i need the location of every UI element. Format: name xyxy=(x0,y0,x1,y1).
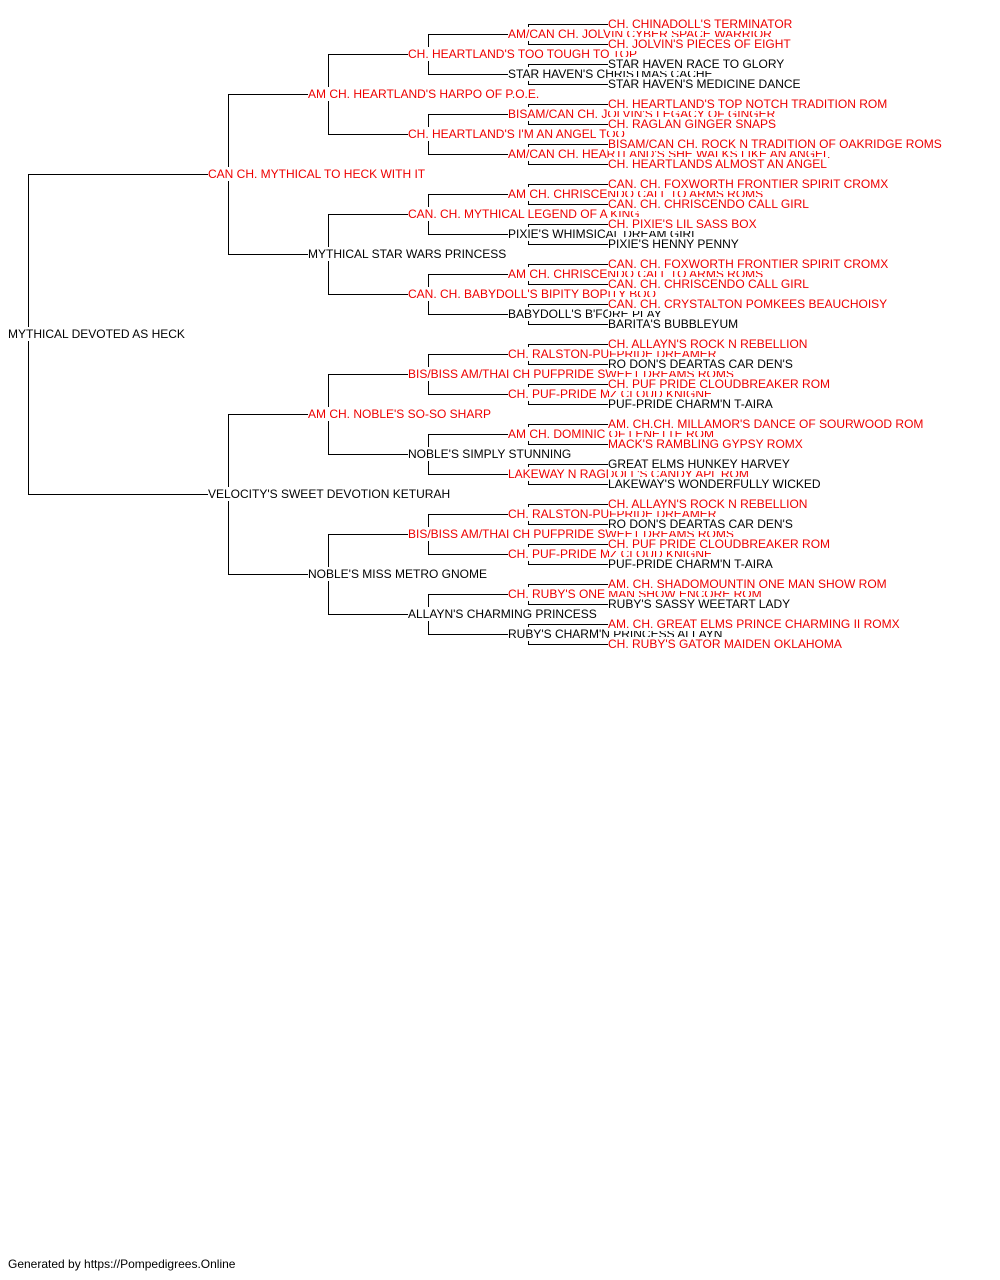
ancestor-name-gen5: CH. ALLAYN'S ROCK N REBELLION xyxy=(608,337,809,351)
ancestor-name-gen5: CAN. CH. CHRISCENDO CALL GIRL xyxy=(608,277,810,291)
ancestor-name-gen3: CAN. CH. BABYDOLL'S BIPITY BOPITY BOO xyxy=(408,287,657,301)
ancestor-name-gen2: NOBLE'S MISS METRO GNOME xyxy=(308,567,488,581)
ancestor-name-gen5: CH. HEARTLANDS ALMOST AN ANGEL xyxy=(608,157,828,171)
ancestor-name-gen2: MYTHICAL STAR WARS PRINCESS xyxy=(308,247,508,261)
ancestor-name-gen5: AM. CH. SHADOMOUNTIN ONE MAN SHOW ROM xyxy=(608,577,888,591)
ancestor-name-gen3: ALLAYN'S CHARMING PRINCESS xyxy=(408,607,598,621)
ancestor-name-gen5: CH. JOLVIN'S PIECES OF EIGHT xyxy=(608,37,792,51)
ancestor-name-gen5: AM. CH. GREAT ELMS PRINCE CHARMING II RO… xyxy=(608,617,901,631)
ancestor-name-gen5: MACK'S RAMBLING GYPSY ROMX xyxy=(608,437,804,451)
ancestor-name-gen1: CAN CH. MYTHICAL TO HECK WITH IT xyxy=(208,167,427,181)
ancestor-name-gen5: GREAT ELMS HUNKEY HARVEY xyxy=(608,457,791,471)
ancestor-name-gen5: PUF-PRIDE CHARM'N T-AIRA xyxy=(608,397,774,411)
ancestor-name-gen3: NOBLE'S SIMPLY STUNNING xyxy=(408,447,573,461)
ancestor-name-gen5: CAN. CH. FOXWORTH FRONTIER SPIRIT CROMX xyxy=(608,177,890,191)
ancestor-name-gen5: CH. PUF PRIDE CLOUDBREAKER ROM xyxy=(608,537,832,551)
ancestor-name-gen5: BISAM/CAN CH. ROCK N TRADITION OF OAKRID… xyxy=(608,137,943,151)
ancestor-name-gen2: AM CH. HEARTLAND'S HARPO OF P.O.E. xyxy=(308,87,541,101)
ancestor-name-gen5: PIXIE'S HENNY PENNY xyxy=(608,237,740,251)
ancestor-name-gen5: CH. RAGLAN GINGER SNAPS xyxy=(608,117,778,131)
ancestor-name-gen5: CAN. CH. CHRISCENDO CALL GIRL xyxy=(608,197,810,211)
ancestor-name-gen5: PUF-PRIDE CHARM'N T-AIRA xyxy=(608,557,774,571)
subject-name: MYTHICAL DEVOTED AS HECK xyxy=(8,327,186,341)
ancestor-name-gen5: RO DON'S DEARTAS CAR DEN'S xyxy=(608,517,794,531)
ancestor-name-gen2: AM CH. NOBLE'S SO-SO SHARP xyxy=(308,407,492,421)
ancestor-name-gen5: CH. RUBY'S GATOR MAIDEN OKLAHOMA xyxy=(608,637,843,651)
ancestor-name-gen3: CAN. CH. MYTHICAL LEGEND OF A KING xyxy=(408,207,641,221)
ancestor-name-gen3: CH. HEARTLAND'S TOO TOUGH TO TOP xyxy=(408,47,639,61)
footer-credit: Generated by https://Pompedigrees.Online xyxy=(8,1257,236,1271)
ancestor-name-gen5: CH. ALLAYN'S ROCK N REBELLION xyxy=(608,497,809,511)
ancestor-name-gen5: CAN. CH. FOXWORTH FRONTIER SPIRIT CROMX xyxy=(608,257,890,271)
ancestor-name-gen5: AM. CH.CH. MILLAMOR'S DANCE OF SOURWOOD … xyxy=(608,417,925,431)
ancestor-name-gen5: CH. PIXIE'S LIL SASS BOX xyxy=(608,217,758,231)
ancestor-name-gen5: RUBY'S SASSY WEETART LADY xyxy=(608,597,792,611)
ancestor-name-gen5: BARITA'S BUBBLEYUM xyxy=(608,317,740,331)
ancestor-name-gen5: STAR HAVEN RACE TO GLORY xyxy=(608,57,786,71)
ancestor-name-gen5: CH. CHINADOLL'S TERMINATOR xyxy=(608,17,794,31)
ancestor-name-gen5: CH. HEARTLAND'S TOP NOTCH TRADITION ROM xyxy=(608,97,889,111)
ancestor-name-gen5: STAR HAVEN'S MEDICINE DANCE xyxy=(608,77,802,91)
ancestor-name-gen1: VELOCITY'S SWEET DEVOTION KETURAH xyxy=(208,487,452,501)
ancestor-name-gen3: CH. HEARTLAND'S I'M AN ANGEL TOO xyxy=(408,127,626,141)
ancestor-name-gen5: CAN. CH. CRYSTALTON POMKEES BEAUCHOISY xyxy=(608,297,889,311)
ancestor-name-gen5: CH. PUF PRIDE CLOUDBREAKER ROM xyxy=(608,377,832,391)
ancestor-name-gen5: RO DON'S DEARTAS CAR DEN'S xyxy=(608,357,794,371)
ancestor-name-gen5: LAKEWAY'S WONDERFULLY WICKED xyxy=(608,477,822,491)
